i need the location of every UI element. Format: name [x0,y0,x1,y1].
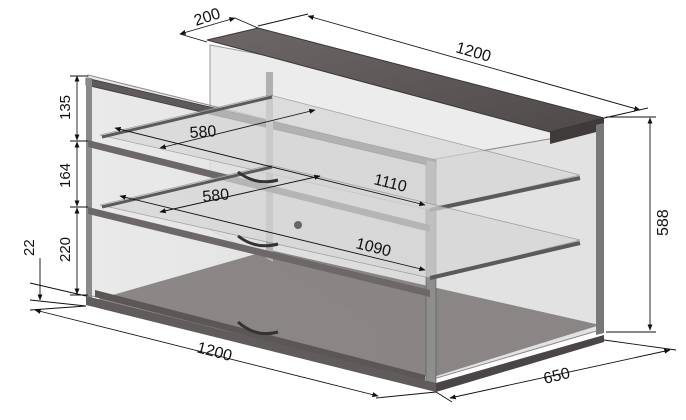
dimension-lines [29,13,677,403]
dim-shelf-lower-depth: 580 [202,186,230,206]
dim-shelf-upper-depth: 580 [189,123,217,142]
top-lid-edge [550,118,604,144]
dim-height-upper: 135 [57,95,74,120]
dim-top-depth: 200 [192,5,223,29]
lock-icon [294,221,302,229]
dim-height-middle: 164 [57,163,74,188]
dim-bottom-depth: 650 [542,365,572,388]
right-frame-post [596,123,604,335]
dim-top-width: 1200 [454,40,493,66]
dim-height-lower: 220 [57,237,74,262]
dim-total-height: 588 [655,209,672,236]
left-frame-post [86,78,92,300]
dim-bottom-width: 1200 [195,339,234,365]
cabinet [85,27,606,392]
dim-base-height: 22 [21,239,38,256]
